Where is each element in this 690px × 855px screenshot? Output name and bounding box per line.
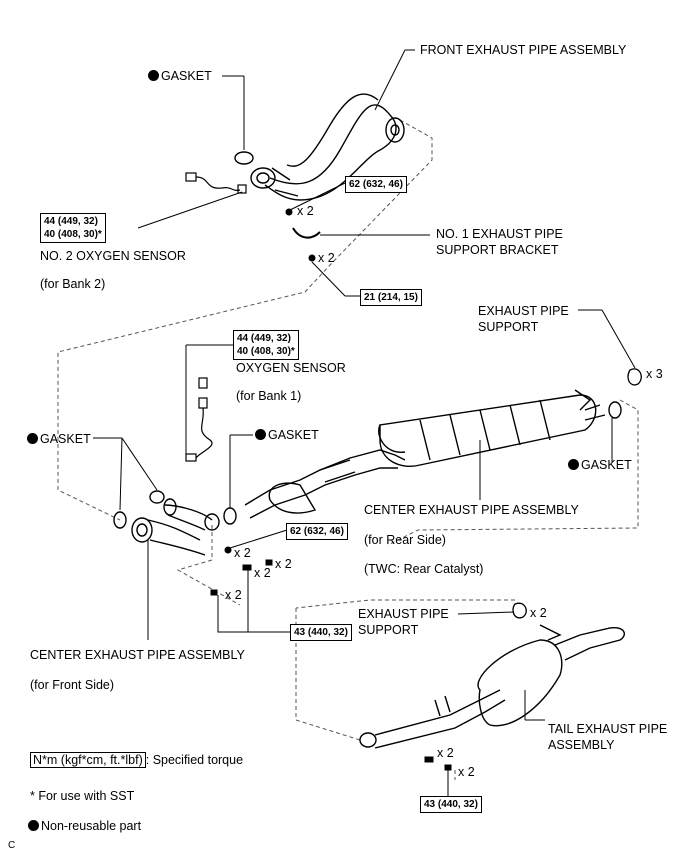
exhaust-support-tail-label-2: SUPPORT [358,623,419,637]
gasket-label-left: GASKET [27,432,91,447]
for-rear-side-label: (for Rear Side) [364,533,446,547]
non-reusable-dot-icon [568,459,579,470]
bolt-icon-43-a [242,564,252,571]
torque-43: 43 (440, 32) [294,627,348,638]
qty-21: x 2 [318,251,335,265]
torque-44-o2: 44 (449, 32) [237,333,291,344]
tail-pipe-drawing [359,624,625,749]
gasket-ring-left-b [149,490,165,504]
corner-code: C [8,840,16,851]
qty-support-right: x 3 [646,367,663,381]
qty-43-a: x 2 [254,566,271,580]
torque-62-top: 62 (632, 46) [349,179,403,190]
torque-box-no2-sensor: 44 (449, 32) 40 (408, 30)* [40,213,106,243]
bolt-icon-62-top [285,208,293,216]
non-reusable-dot-icon [148,70,159,81]
non-reusable-dot-icon [28,820,39,831]
torque-box-62-top: 62 (632, 46) [345,176,407,193]
tail-pipe-label-1: TAIL EXHAUST PIPE [548,722,668,736]
exhaust-support-right-label-1: EXHAUST PIPE [478,304,569,318]
exhaust-support-right-label-2: SUPPORT [478,320,539,334]
center-pipe-rear-label: CENTER EXHAUST PIPE ASSEMBLY [364,503,579,517]
non-reusable-dot-icon [255,429,266,440]
rubber-support-tail [512,602,527,619]
qty-62-top: x 2 [297,204,314,218]
gasket-label-mid: GASKET [255,428,319,443]
center-pipe-rear [244,389,606,519]
bolt-icon-62-lower [224,546,232,554]
center-pipe-front-label: CENTER EXHAUST PIPE ASSEMBLY [30,648,245,662]
support-right-leader-d [601,309,636,369]
no1-bracket-label-2: SUPPORT BRACKET [436,243,559,257]
bolt-icon-21 [308,254,316,262]
gasket-left-leader-a [119,437,123,511]
front-exhaust-pipe-label: FRONT EXHAUST PIPE ASSEMBLY [420,43,627,57]
exhaust-support-tail-label-1: EXHAUST PIPE [358,607,449,621]
bolt-icon-43-c [210,589,218,596]
no2-sensor-leader [137,191,243,229]
gasket-left-leader-b [121,437,158,491]
legend-nonreusable-text: Non-reusable part [41,819,142,833]
dashed-guides [57,119,639,780]
bolt-icon-43-tail-a [424,756,434,763]
qty-62-lower: x 2 [234,546,251,560]
twc-label: (TWC: Rear Catalyst) [364,562,484,576]
for-bank1-label: (for Bank 1) [236,389,302,403]
support-bracket-drawing [292,227,321,239]
front-exhaust-pipe [250,93,405,201]
t43-leader [217,570,290,633]
torque-box-43-tail: 43 (440, 32) [420,796,482,813]
torque-box-43: 43 (440, 32) [290,624,352,641]
for-front-side-label: (for Front Side) [30,678,115,692]
t62-top-leader [289,182,346,211]
torque-44-no2: 44 (449, 32) [44,216,98,227]
gasket-text: GASKET [581,458,632,472]
non-reusable-dot-icon [27,433,38,444]
gasket-ring-right [608,401,622,419]
qty-43-c: x 2 [225,588,242,602]
torque-box-o2-sensor: 44 (449, 32) 40 (408, 30)* [233,330,299,360]
torque-40-o2: 40 (408, 30)* [237,346,295,357]
qty-43-tail-a: x 2 [437,746,454,760]
gasket-text: GASKET [268,428,319,442]
torque-box-62-lower: 62 (632, 46) [286,523,348,540]
qty-43-tail-b: x 2 [458,765,475,779]
gasket-ring-mid [223,507,237,525]
torque-43-tail: 43 (440, 32) [424,799,478,810]
legend-sst: * For use with SST [30,789,135,803]
torque-40-no2: 40 (408, 30)* [44,229,102,240]
t21-leader [311,261,346,297]
for-bank2-label: (for Bank 2) [40,277,106,291]
front-pipe-leader [374,49,406,111]
bolt-icon-43-b [265,559,273,566]
gasket-ring-top [234,151,254,165]
legend-nonreusable: Non-reusable part [28,819,141,834]
no2-oxygen-sensor-label: NO. 2 OXYGEN SENSOR [40,249,186,263]
qty-support-tail: x 2 [530,606,547,620]
t62-lower-leader [229,529,288,549]
bolt-icon-43-tail-b [444,764,452,771]
no1-bracket-label-1: NO. 1 EXHAUST PIPE [436,227,563,241]
gasket-label-right: GASKET [568,458,632,473]
legend-torque-text: : Specified torque [145,753,244,767]
legend-torque: N*m (kgf*cm, ft.*lbf): Specified torque [30,752,244,768]
no2-oxygen-sensor-drawing [185,172,247,194]
oxygen-sensor-drawing [185,377,213,462]
gasket-ring-left-a [113,511,127,529]
gasket-text: GASKET [161,69,212,83]
qty-43-b: x 2 [275,557,292,571]
support-tail-leader [457,611,515,615]
gasket-label-top: GASKET [148,69,212,84]
tail-pipe-label-2: ASSEMBLY [548,738,615,752]
oxygen-sensor-label: OXYGEN SENSOR [236,361,346,375]
center-pipe-front [131,498,220,556]
legend-torque-box: N*m (kgf*cm, ft.*lbf) [30,752,146,768]
torque-62-lower: 62 (632, 46) [290,526,344,537]
torque-box-21: 21 (214, 15) [360,289,422,306]
torque-21: 21 (214, 15) [364,292,418,303]
gasket-text: GASKET [40,432,91,446]
rubber-support-right [627,368,642,386]
